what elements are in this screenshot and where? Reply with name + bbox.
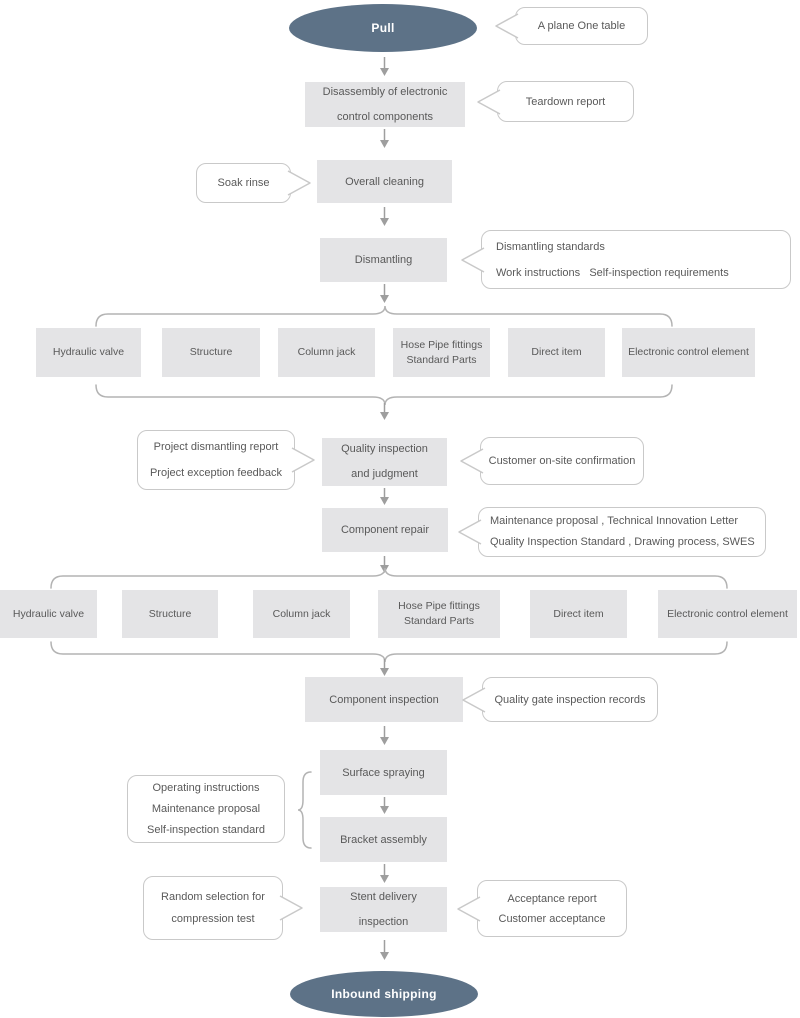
part-hydraulic-valve: Hydraulic valve xyxy=(36,328,141,377)
step-bracket-assembly: Bracket assembly xyxy=(320,817,447,862)
part-structure: Structure xyxy=(122,590,218,638)
part-electronic-control: Electronic control element xyxy=(622,328,755,377)
step-disassembly: Disassembly of electronic control compon… xyxy=(305,82,465,127)
part-structure: Structure xyxy=(162,328,260,377)
callout-tail-right-icon xyxy=(279,895,303,921)
step-line: inspection xyxy=(358,915,409,928)
part-electronic-control: Electronic control element xyxy=(658,590,797,638)
callout-text: Quality gate inspection records xyxy=(494,693,646,706)
callout-text: Maintenance proposal , Technical Innovat… xyxy=(490,515,739,527)
callout-tail-right-icon xyxy=(291,447,315,473)
callout-dismantling-docs: Dismantling standards Work instructions … xyxy=(461,230,791,289)
step-stent-delivery: Stent delivery inspection xyxy=(320,887,447,932)
part-hose-fittings: Hose Pipe fittings Standard Parts xyxy=(393,328,490,377)
callout-gate-records: Quality gate inspection records xyxy=(462,677,658,722)
callout-text: Dismantling standards xyxy=(496,240,605,253)
callout-text: Teardown report xyxy=(525,95,606,108)
callout-tail-left-icon xyxy=(462,686,486,713)
callout-customer-confirmation: Customer on-site confirmation xyxy=(460,437,644,485)
part-direct-item: Direct item xyxy=(508,328,605,377)
arrow-down-icon xyxy=(380,940,389,960)
callout-tail-right-icon xyxy=(287,170,311,196)
callout-tail-left-icon xyxy=(460,448,484,474)
callout-text: Customer acceptance xyxy=(498,912,606,925)
callout-tail-left-icon xyxy=(461,246,485,273)
part-column-jack: Column jack xyxy=(253,590,350,638)
callout-tail-left-icon xyxy=(495,13,519,39)
callout-tail-left-icon xyxy=(458,519,482,545)
arrow-down-icon xyxy=(380,403,389,420)
callout-text: Random selection for xyxy=(161,891,265,903)
step-quality-inspection: Quality inspection and judgment xyxy=(322,438,447,486)
arrow-down-icon xyxy=(380,864,389,883)
part-line: Hose Pipe fittings xyxy=(400,338,483,351)
callout-text: Quality Inspection Standard , Drawing pr… xyxy=(490,536,755,548)
arrow-down-icon xyxy=(380,57,389,76)
callout-text: Operating instructions xyxy=(152,781,260,794)
step-component-inspection: Component inspection xyxy=(305,677,463,722)
callout-teardown-report: Teardown report xyxy=(477,81,634,122)
step-overall-cleaning: Overall cleaning xyxy=(317,160,452,203)
callout-repair-docs: Maintenance proposal , Technical Innovat… xyxy=(458,507,766,557)
arrow-down-icon xyxy=(380,659,389,676)
step-surface-spraying: Surface spraying xyxy=(320,750,447,795)
callout-soak-rinse: Soak rinse xyxy=(196,163,311,203)
part-hydraulic-valve: Hydraulic valve xyxy=(0,590,97,638)
step-line: control components xyxy=(337,110,433,123)
callout-text: Work instructions Self-inspection requir… xyxy=(496,266,729,279)
step-line: Disassembly of electronic xyxy=(322,85,448,98)
callout-text: Self-inspection standard xyxy=(146,823,265,836)
part-line: Standard Parts xyxy=(406,353,477,366)
callout-text: Project dismantling report xyxy=(153,441,279,453)
callout-random-test: Random selection for compression test xyxy=(143,876,303,940)
start-terminal: Pull xyxy=(289,4,477,52)
callout-project-reports: Project dismantling report Project excep… xyxy=(137,430,315,490)
step-dismantling: Dismantling xyxy=(320,238,447,282)
callout-text: Project exception feedback xyxy=(149,467,283,479)
part-direct-item: Direct item xyxy=(530,590,627,638)
split-brace-icon xyxy=(50,567,728,589)
callout-text: Maintenance proposal xyxy=(151,802,261,815)
callout-text: A plane One table xyxy=(537,20,626,32)
callout-tail-left-icon xyxy=(477,88,501,115)
left-curly-brace-icon xyxy=(297,771,312,849)
arrow-down-icon xyxy=(380,726,389,745)
callout-tail-left-icon xyxy=(457,895,481,922)
step-component-repair: Component repair xyxy=(322,508,448,552)
part-line: Hose Pipe fittings xyxy=(398,600,480,612)
arrow-down-icon xyxy=(380,488,389,505)
arrow-down-icon xyxy=(380,284,389,303)
callout-ops-docs: Operating instructions Maintenance propo… xyxy=(127,775,285,843)
callout-acceptance: Acceptance report Customer acceptance xyxy=(457,880,627,937)
callout-text: Customer on-site confirmation xyxy=(488,455,636,467)
step-line: Quality inspection xyxy=(341,443,428,455)
part-column-jack: Column jack xyxy=(278,328,375,377)
callout-plane-table: A plane One table xyxy=(495,7,648,45)
part-hose-fittings: Hose Pipe fittings Standard Parts xyxy=(378,590,500,638)
arrow-down-icon xyxy=(380,797,389,814)
callout-text: Soak rinse xyxy=(217,177,270,189)
callout-text: compression test xyxy=(171,913,255,925)
split-brace-icon xyxy=(95,305,673,327)
step-line: Stent delivery xyxy=(350,890,417,903)
arrow-down-icon xyxy=(380,207,389,226)
step-line: and judgment xyxy=(351,468,418,480)
arrow-down-icon xyxy=(380,129,389,148)
part-line: Standard Parts xyxy=(403,615,475,627)
callout-text: Acceptance report xyxy=(507,892,597,905)
end-terminal: Inbound shipping xyxy=(290,971,478,1017)
